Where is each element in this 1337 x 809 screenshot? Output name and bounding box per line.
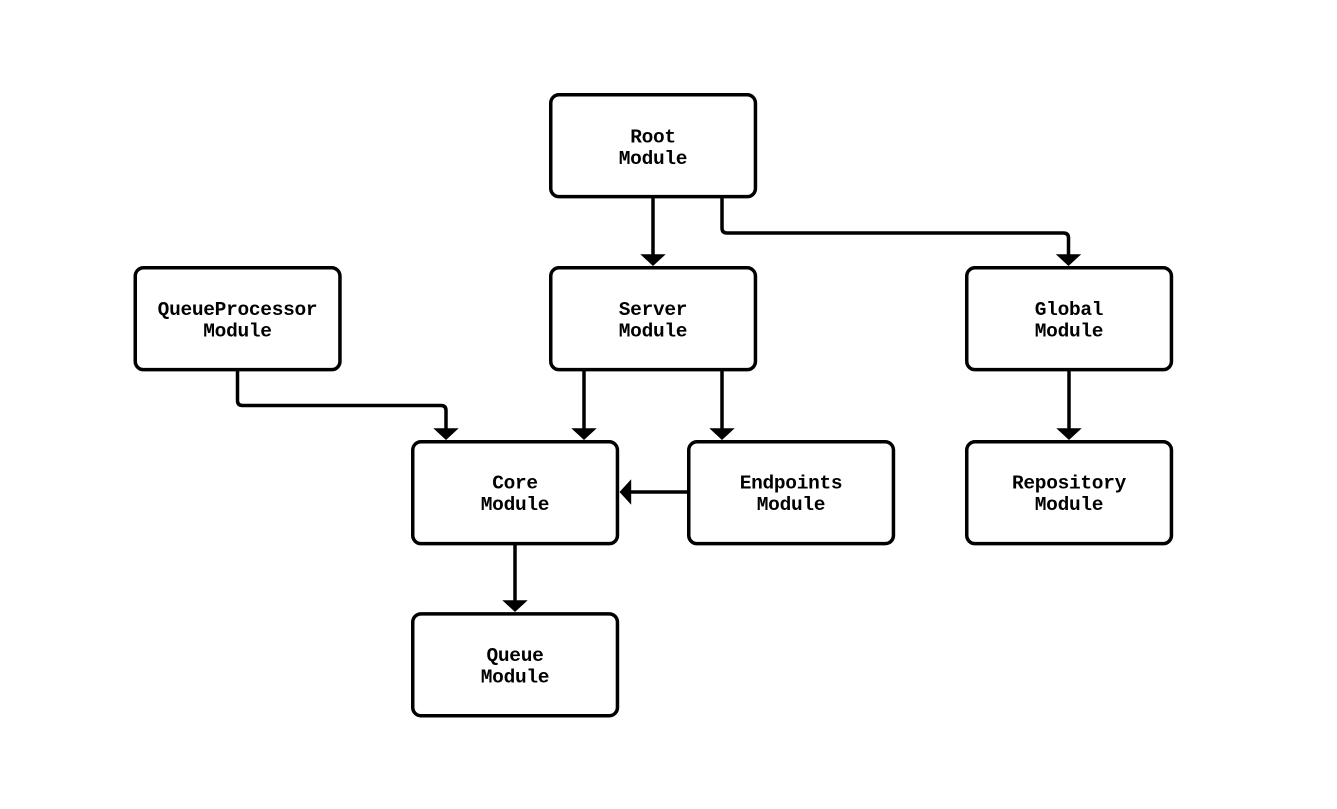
svg-text:Global: Global [1035, 299, 1103, 321]
svg-text:Module: Module [1035, 494, 1103, 516]
svg-text:Server: Server [619, 299, 687, 321]
svg-text:Module: Module [619, 148, 687, 170]
svg-text:Queue: Queue [486, 645, 543, 667]
svg-text:Root: Root [630, 127, 676, 149]
svg-text:Endpoints: Endpoints [740, 473, 843, 495]
svg-text:Module: Module [203, 321, 271, 343]
svg-text:QueueProcessor: QueueProcessor [158, 299, 318, 321]
svg-text:Module: Module [619, 321, 687, 343]
svg-text:Module: Module [1035, 321, 1103, 343]
svg-text:Repository: Repository [1012, 473, 1127, 495]
svg-text:Module: Module [481, 494, 549, 516]
svg-text:Core: Core [492, 473, 538, 495]
svg-text:Module: Module [757, 494, 825, 516]
svg-text:Module: Module [481, 667, 549, 689]
